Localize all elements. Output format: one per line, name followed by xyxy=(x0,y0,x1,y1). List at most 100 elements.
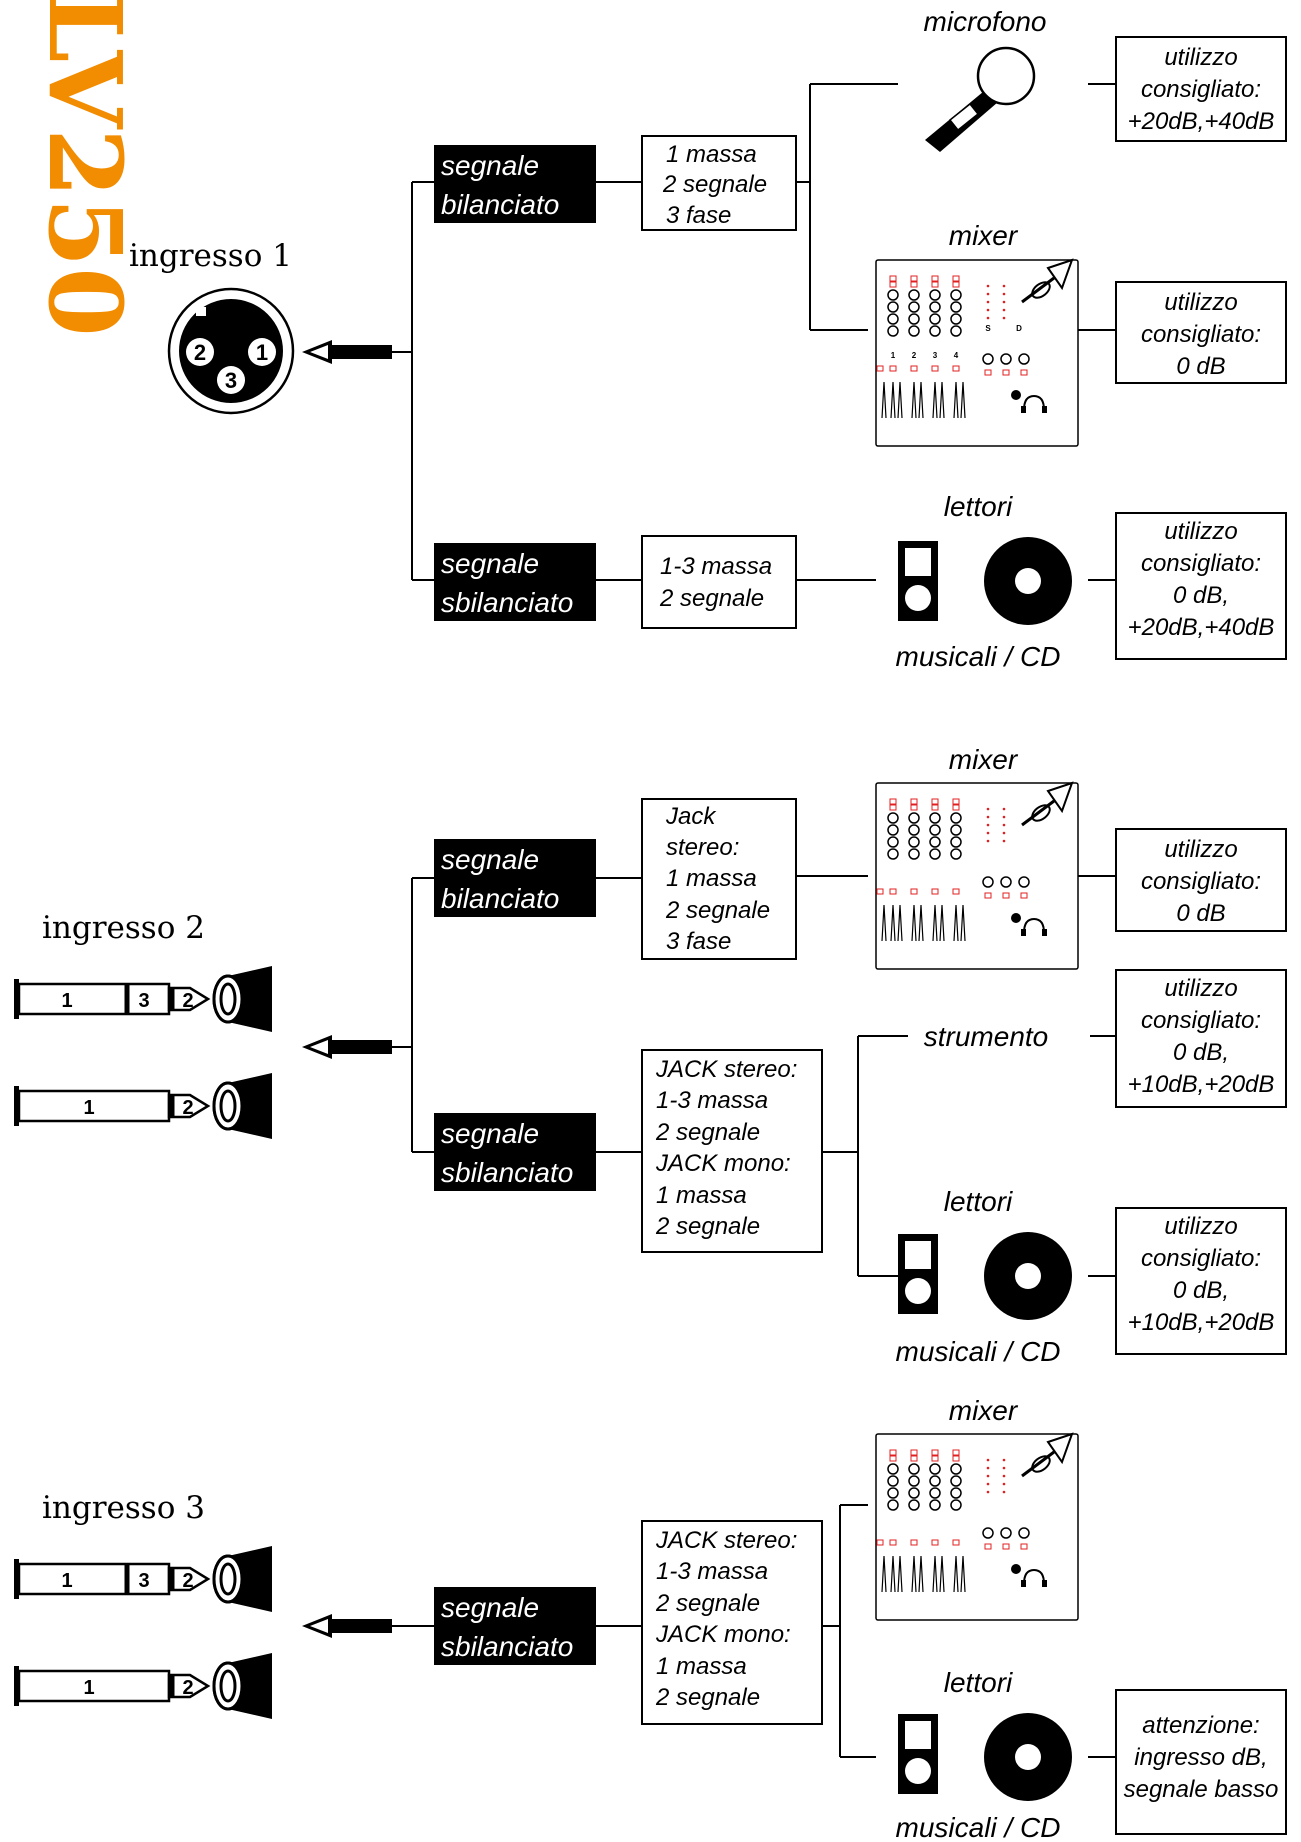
svg-text:segnale: segnale xyxy=(441,1118,539,1149)
svg-text:2: 2 xyxy=(182,990,193,1012)
mixer-icon xyxy=(876,1434,1078,1620)
svg-text:consigliato:: consigliato: xyxy=(1141,550,1261,577)
svg-text:0 dB: 0 dB xyxy=(1176,900,1225,927)
xlr-pin-label: 3 xyxy=(225,368,237,393)
svg-text:consigliato:: consigliato: xyxy=(1141,76,1261,103)
svg-text:2 segnale: 2 segnale xyxy=(655,1590,760,1617)
svg-text:1 massa: 1 massa xyxy=(656,1182,747,1209)
svg-text:JACK mono:: JACK mono: xyxy=(655,1621,791,1648)
svg-text:consigliato:: consigliato: xyxy=(1141,1245,1261,1272)
unbalanced-signal-tag: segnale sbilanciato xyxy=(434,1587,596,1665)
player-icon xyxy=(898,1234,938,1314)
svg-text:segnale: segnale xyxy=(441,1592,539,1623)
arrow-left-icon xyxy=(302,1035,392,1059)
jack-plug-icon: 1 3 2 xyxy=(12,1544,274,1614)
connection-lines xyxy=(392,83,1116,581)
svg-text:1-3 massa: 1-3 massa xyxy=(656,1087,768,1114)
section-ingresso-1: ingresso 1 1 2 3 xyxy=(129,6,1287,672)
players-label-bottom: musicali / CD xyxy=(896,641,1061,672)
players-label: lettori xyxy=(944,491,1013,522)
svg-text:Jack: Jack xyxy=(665,803,717,830)
svg-text:segnale: segnale xyxy=(441,844,539,875)
arrow-left-icon xyxy=(302,340,392,364)
mixer-label: mixer xyxy=(949,1395,1019,1426)
players-recommended-note: utilizzo consigliato: 0 dB, +10dB,+20dB xyxy=(1115,1207,1287,1355)
svg-text:segnale: segnale xyxy=(441,548,539,579)
balanced-pin-box: Jack stereo: 1 massa 2 segnale 3 fase xyxy=(641,798,797,960)
connection-lines xyxy=(392,875,1116,1277)
players-label: lettori xyxy=(944,1667,1013,1698)
svg-text:utilizzo: utilizzo xyxy=(1164,289,1237,316)
section-ingresso-3: ingresso 3 1 3 2 1 2 segnale xyxy=(12,1395,1287,1842)
svg-text:JACK stereo:: JACK stereo: xyxy=(655,1527,797,1554)
svg-text:2 segnale: 2 segnale xyxy=(655,1119,760,1146)
svg-text:segnale: segnale xyxy=(441,150,539,181)
cd-disc-icon xyxy=(984,1713,1072,1801)
svg-text:3: 3 xyxy=(933,351,938,360)
svg-text:0 dB,: 0 dB, xyxy=(1173,1039,1229,1066)
svg-text:utilizzo: utilizzo xyxy=(1164,1213,1237,1240)
svg-text:+20dB,+40dB: +20dB,+40dB xyxy=(1128,108,1275,135)
player-icon xyxy=(898,1714,938,1794)
svg-text:utilizzo: utilizzo xyxy=(1164,836,1237,863)
svg-text:D: D xyxy=(1016,324,1022,333)
svg-text:3: 3 xyxy=(138,1570,149,1592)
svg-text:sbilanciato: sbilanciato xyxy=(441,1157,573,1188)
cd-disc-icon xyxy=(984,1232,1072,1320)
players-label-bottom: musicali / CD xyxy=(896,1812,1061,1842)
svg-text:2 segnale: 2 segnale xyxy=(662,171,767,198)
instrument-label: strumento xyxy=(924,1021,1049,1052)
svg-text:2 segnale: 2 segnale xyxy=(659,585,764,612)
mixer-recommended-note: utilizzo consigliato: 0 dB xyxy=(1115,281,1287,384)
svg-text:2 segnale: 2 segnale xyxy=(655,1684,760,1711)
svg-text:1: 1 xyxy=(61,1570,72,1592)
svg-text:ingresso dB,: ingresso dB, xyxy=(1134,1744,1267,1771)
balanced-signal-tag: segnale bilanciato xyxy=(434,145,596,223)
svg-text:2 segnale: 2 segnale xyxy=(655,1213,760,1240)
jack-plug-icon: 1 2 xyxy=(12,1651,274,1721)
svg-text:bilanciato: bilanciato xyxy=(441,883,559,914)
xlr-pin-label: 2 xyxy=(194,340,206,365)
svg-text:1: 1 xyxy=(891,351,896,360)
svg-text:2: 2 xyxy=(912,351,917,360)
connection-lines xyxy=(392,1504,1116,1758)
balanced-pin-box: 1 massa 2 segnale 3 fase xyxy=(641,135,797,231)
player-icon xyxy=(898,541,938,621)
mixer-label: mixer xyxy=(949,220,1019,251)
svg-text:utilizzo: utilizzo xyxy=(1164,518,1237,545)
svg-text:1 massa: 1 massa xyxy=(666,865,757,892)
players-label-bottom: musicali / CD xyxy=(896,1336,1061,1367)
svg-text:2 segnale: 2 segnale xyxy=(665,897,770,924)
jack-plug-icon: 1 2 xyxy=(12,1071,274,1141)
instrument-recommended-note: utilizzo consigliato: 0 dB, +10dB,+20dB xyxy=(1115,969,1287,1108)
players-recommended-note: utilizzo consigliato: 0 dB, +20dB,+40dB xyxy=(1115,512,1287,660)
svg-text:1 massa: 1 massa xyxy=(656,1653,747,1680)
svg-text:1: 1 xyxy=(83,1097,94,1119)
mixer-label: mixer xyxy=(949,744,1019,775)
mic-recommended-note: utilizzo consigliato: +20dB,+40dB xyxy=(1115,36,1287,142)
svg-text:utilizzo: utilizzo xyxy=(1164,975,1237,1002)
unbalanced-signal-tag: segnale sbilanciato xyxy=(434,543,596,621)
svg-text:3 fase: 3 fase xyxy=(666,928,731,955)
unbalanced-pin-box: JACK stereo: 1-3 massa 2 segnale JACK mo… xyxy=(641,1520,823,1725)
svg-text:JACK mono:: JACK mono: xyxy=(655,1150,791,1177)
brand-logo: LV250 xyxy=(26,0,144,337)
mixer-icon xyxy=(876,260,1078,446)
svg-text:2: 2 xyxy=(182,1570,193,1592)
svg-text:0 dB: 0 dB xyxy=(1176,353,1225,380)
svg-text:2: 2 xyxy=(182,1097,193,1119)
svg-text:3 fase: 3 fase xyxy=(666,202,731,229)
svg-text:JACK stereo:: JACK stereo: xyxy=(655,1056,797,1083)
svg-text:consigliato:: consigliato: xyxy=(1141,321,1261,348)
svg-text:consigliato:: consigliato: xyxy=(1141,1007,1261,1034)
jack-plug-icon: 1 3 2 xyxy=(12,964,274,1034)
svg-text:+10dB,+20dB: +10dB,+20dB xyxy=(1128,1071,1275,1098)
mixer-icon xyxy=(876,783,1078,969)
svg-text:1-3 massa: 1-3 massa xyxy=(656,1558,768,1585)
svg-text:1: 1 xyxy=(61,990,72,1012)
svg-text:+20dB,+40dB: +20dB,+40dB xyxy=(1128,614,1275,641)
mixer-recommended-note: utilizzo consigliato: 0 dB xyxy=(1115,828,1287,932)
svg-text:attenzione:: attenzione: xyxy=(1142,1712,1259,1739)
